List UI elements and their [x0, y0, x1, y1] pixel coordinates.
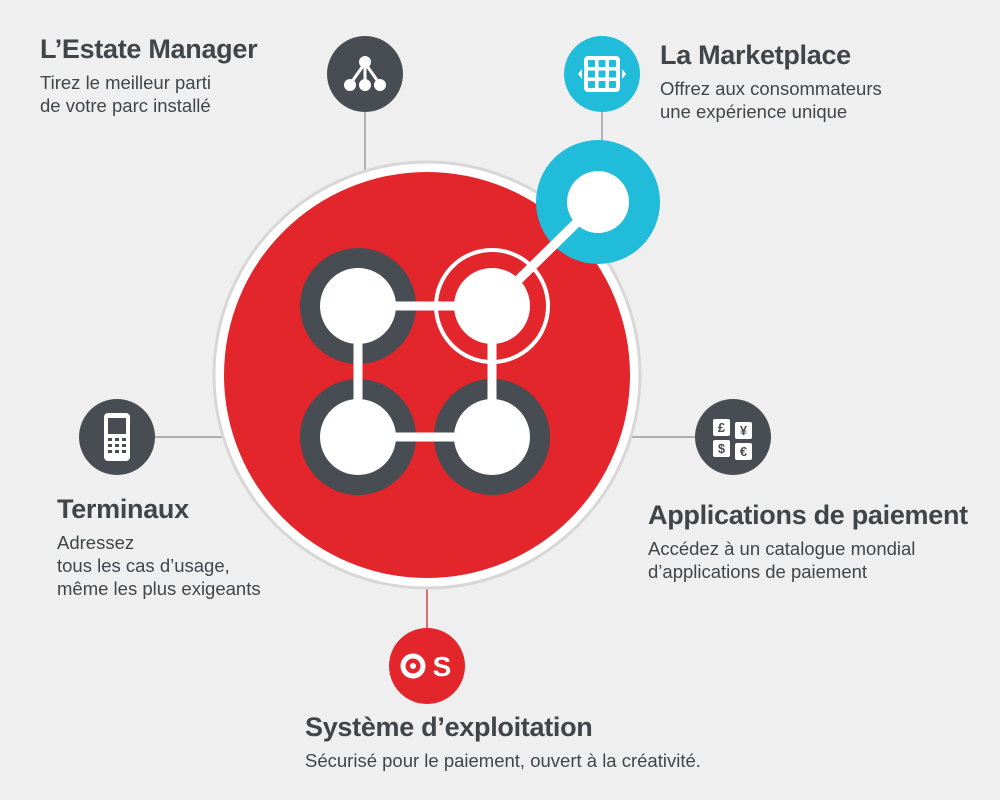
os-desc-1: Sécurisé pour le paiement, ouvert à la c…: [305, 750, 701, 771]
terminaux-desc-1: Adressez: [57, 532, 135, 553]
node-bottom-left: [320, 399, 396, 475]
os-logo-icon: S: [389, 628, 465, 704]
os-title: Système d’exploitation: [305, 712, 593, 742]
node-connections-front: [353, 219, 580, 442]
node-top-left: [320, 268, 396, 344]
marketplace-block: La Marketplace Offrez aux consommateurs …: [660, 40, 882, 123]
marketplace-title: La Marketplace: [660, 40, 851, 70]
front-path-tr-marketplace: [515, 219, 580, 283]
estate-manager-block: L’Estate Manager Tirez le meilleur parti…: [40, 34, 258, 117]
node-centers: [320, 171, 629, 475]
node-top-right: [454, 268, 530, 344]
payment-apps-desc-1: Accédez à un catalogue mondial: [648, 538, 916, 559]
currency-pound: £: [718, 420, 726, 435]
payment-apps-desc-2: d’applications de paiement: [648, 561, 868, 582]
payment-apps-title: Applications de paiement: [648, 500, 968, 530]
currency-dollar: $: [718, 441, 726, 456]
estate-manager-desc-1: Tirez le meilleur parti: [40, 72, 211, 93]
node-marketplace: [567, 171, 629, 233]
terminaux-desc-2: tous les cas d’usage,: [57, 555, 230, 576]
app-grid-icon: [564, 36, 640, 112]
estate-manager-desc-2: de votre parc installé: [40, 95, 211, 116]
marketplace-desc-1: Offrez aux consommateurs: [660, 78, 882, 99]
payment-apps-block: Applications de paiement Accédez à un ca…: [648, 500, 968, 583]
currency-euro: €: [740, 444, 747, 459]
currency-yen: ¥: [740, 423, 748, 438]
currency-icon: £ ¥ $ €: [695, 399, 771, 475]
os-logo-letter: S: [433, 651, 452, 682]
node-bottom-right: [454, 399, 530, 475]
terminaux-block: Terminaux Adressez tous les cas d’usage,…: [57, 494, 261, 600]
os-block: Système d’exploitation Sécurisé pour le …: [305, 712, 701, 772]
terminaux-title: Terminaux: [57, 494, 189, 524]
estate-manager-title: L’Estate Manager: [40, 34, 258, 64]
payment-terminal-icon: [79, 399, 155, 475]
marketplace-desc-2: une expérience unique: [660, 101, 848, 122]
network-hierarchy-icon: [327, 36, 403, 112]
terminaux-desc-3: même les plus exigeants: [57, 578, 261, 599]
